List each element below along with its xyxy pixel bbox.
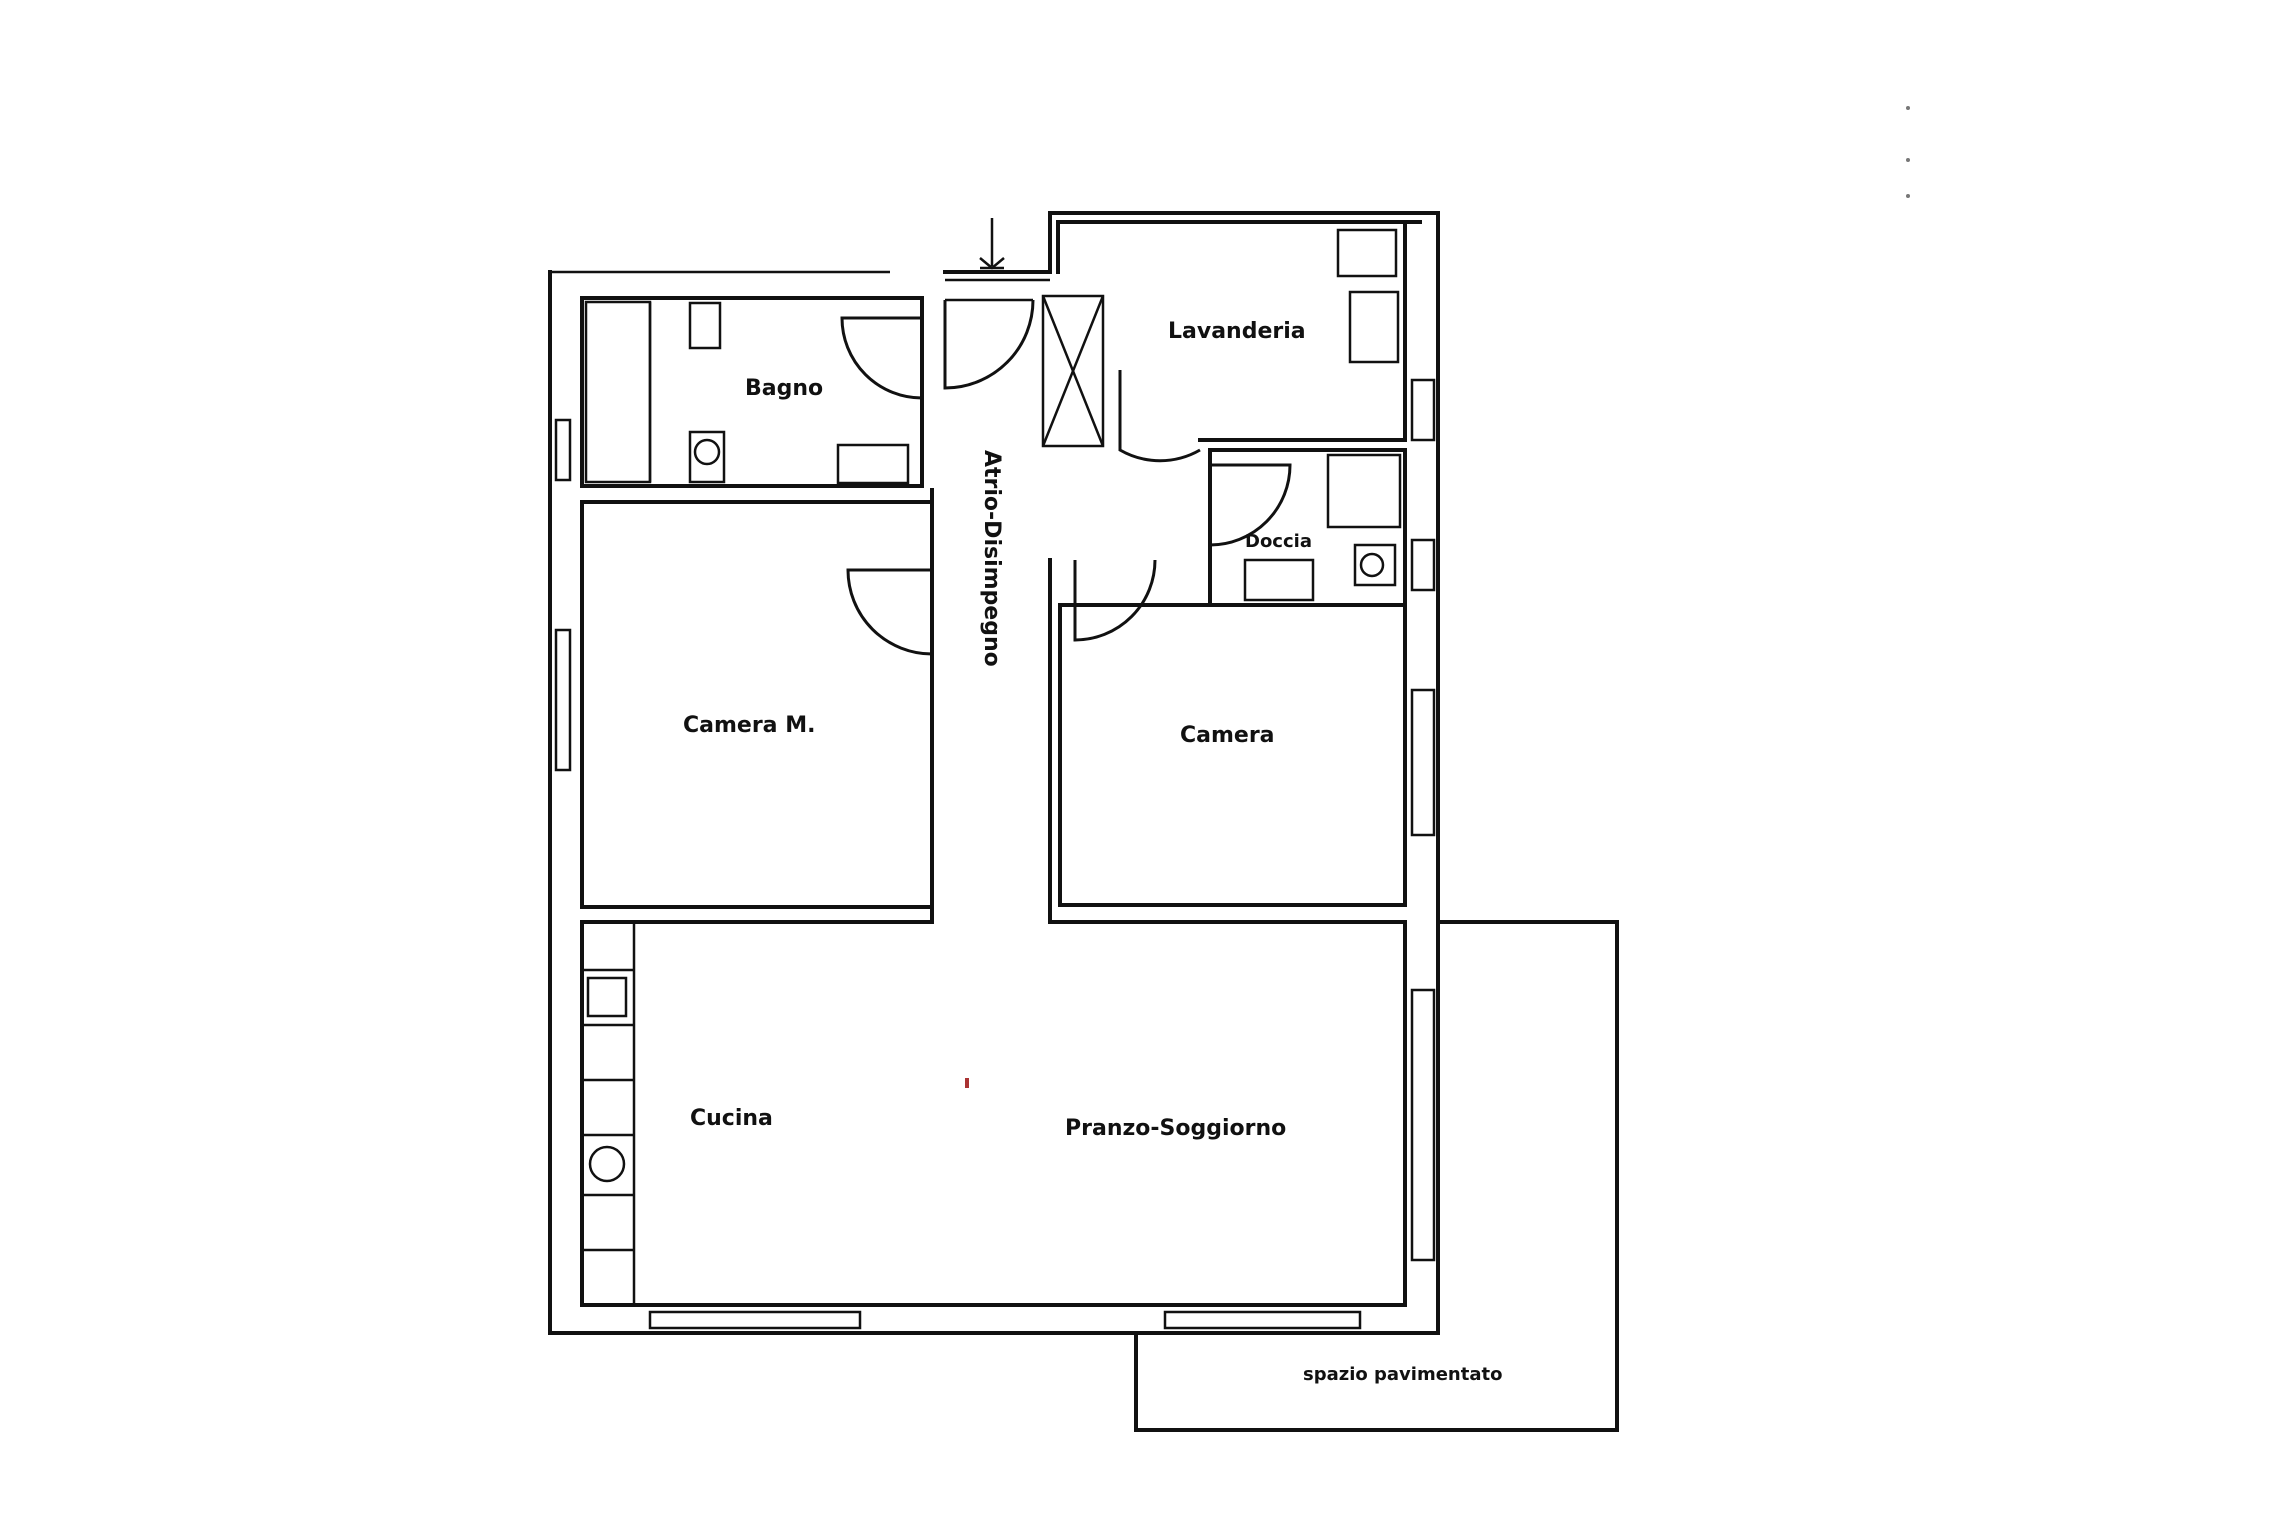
bottom-windows — [648, 1310, 1362, 1330]
entrance — [943, 218, 1035, 390]
room-camera-m: Camera M. — [580, 500, 934, 909]
label-cucina: Cucina — [690, 1106, 773, 1131]
room-camera: Camera — [1058, 559, 1407, 907]
room-living: Cucina Pranzo-Soggiorno — [580, 920, 1407, 1307]
room-doccia: Doccia — [1208, 448, 1407, 607]
label-atrio: Atrio-Disimpegno — [979, 450, 1004, 667]
label-doccia: Doccia — [1245, 531, 1312, 552]
label-lavanderia: Lavanderia — [1168, 319, 1306, 344]
room-bagno: Bagno — [580, 296, 924, 488]
storage-box — [1041, 294, 1105, 448]
terrace: spazio pavimentato — [1134, 920, 1619, 1432]
label-camera: Camera — [1180, 723, 1275, 748]
scan-marks — [965, 106, 1910, 1088]
label-bagno: Bagno — [745, 376, 823, 401]
label-pranzo: Pranzo-Soggiorno — [1065, 1116, 1286, 1141]
left-windows — [554, 418, 572, 772]
right-windows — [1410, 378, 1436, 1262]
label-spazio: spazio pavimentato — [1303, 1364, 1502, 1385]
room-lavanderia: Lavanderia — [1056, 220, 1422, 463]
outer-walls — [548, 211, 1440, 1335]
label-camera-m: Camera M. — [683, 713, 815, 738]
room-atrio: Atrio-Disimpegno — [930, 450, 1052, 922]
